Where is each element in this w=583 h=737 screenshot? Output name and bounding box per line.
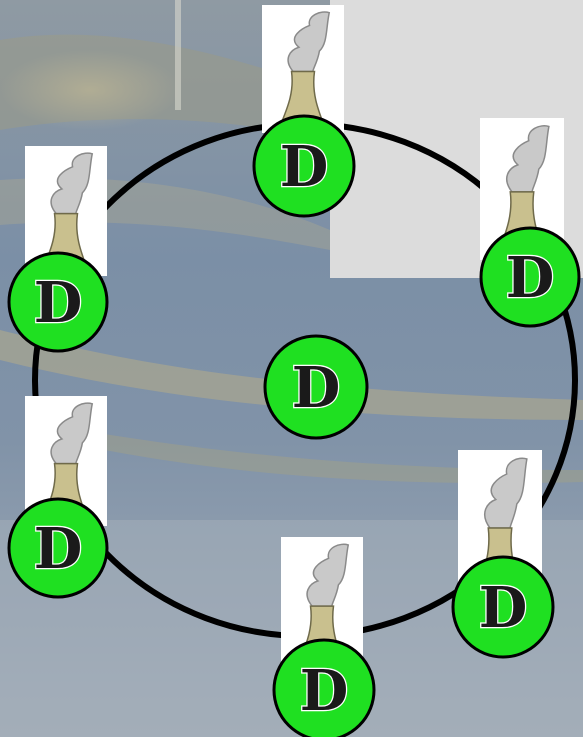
node-label: D <box>506 245 555 311</box>
smoke-plume-icon <box>287 11 331 73</box>
cooling-tower-icon <box>262 5 344 133</box>
node-label: D <box>34 270 83 336</box>
smoke-plume-icon <box>306 543 350 607</box>
node: D <box>7 497 109 599</box>
node: D <box>7 251 109 353</box>
smoke-plume-icon <box>506 125 550 193</box>
smoke-plume-icon <box>484 457 528 529</box>
node-label: D <box>300 658 349 724</box>
node: D <box>252 114 356 218</box>
node: D <box>451 555 555 659</box>
nodes: D D D D D D D <box>7 114 581 737</box>
cooling-towers <box>25 5 564 670</box>
node-label: D <box>292 355 341 421</box>
smoke-plume-icon <box>50 402 94 465</box>
smoke-plume-icon <box>50 152 94 215</box>
node-label: D <box>280 134 329 200</box>
node: D <box>272 638 376 737</box>
node: D <box>479 226 581 328</box>
node-label: D <box>34 516 83 582</box>
node-center: D <box>263 334 369 440</box>
node-label: D <box>479 575 528 641</box>
